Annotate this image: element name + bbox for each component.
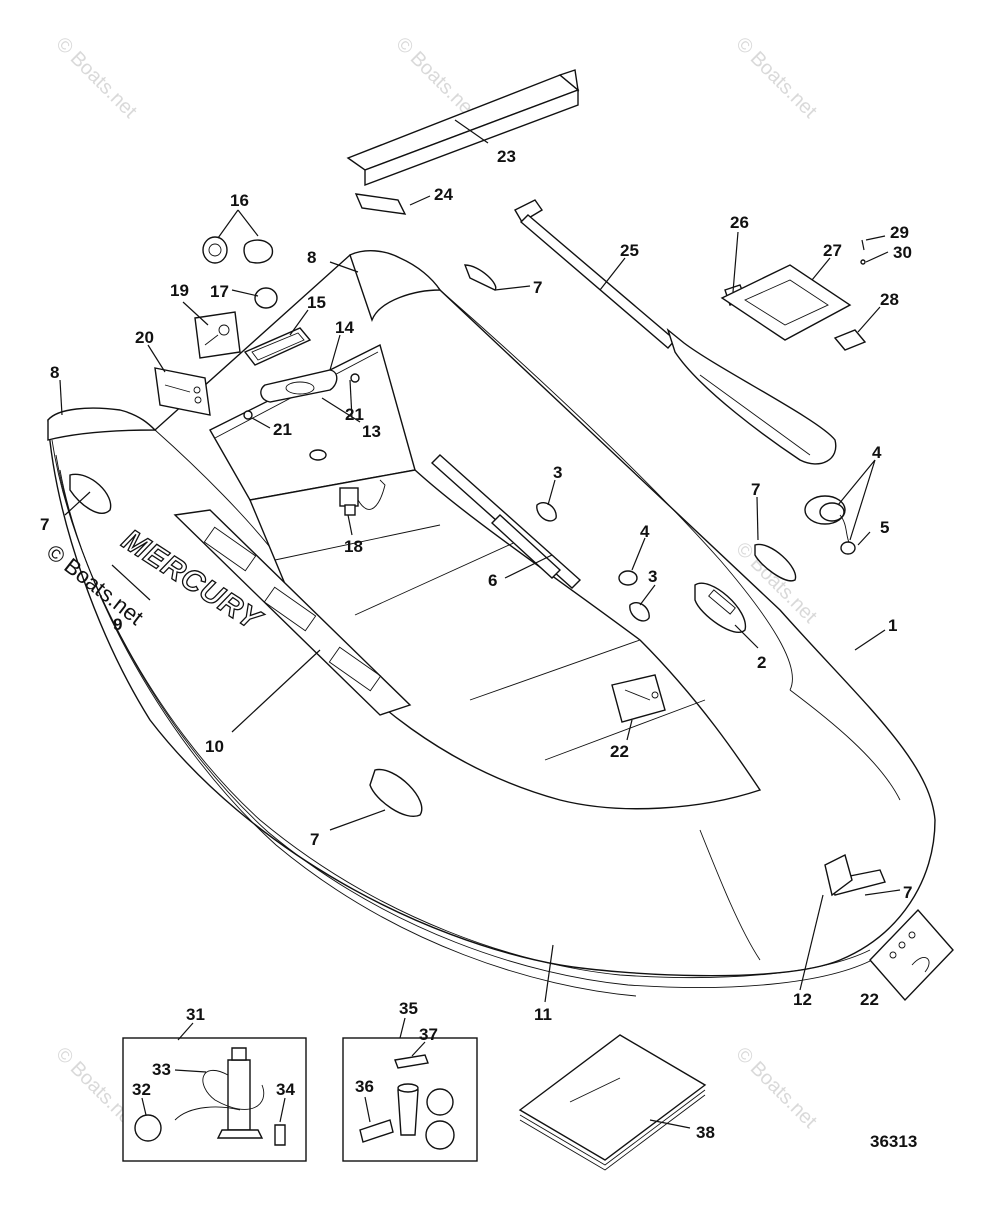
watermark: © Boats.net	[391, 33, 481, 123]
callout-9: 9	[113, 615, 122, 634]
part-18-drain-valve	[339, 479, 386, 516]
callout-11: 11	[534, 1005, 552, 1024]
part-28-clip	[833, 329, 867, 351]
callout-10: 10	[205, 737, 224, 756]
callout-13: 13	[362, 422, 381, 441]
callout-21: 21	[273, 420, 292, 439]
part-27-patch	[720, 264, 852, 341]
callout-4: 4	[640, 522, 650, 541]
callout-7: 7	[40, 515, 49, 534]
callout-3: 3	[553, 463, 562, 482]
callout-23: 23	[497, 147, 516, 166]
callout-7: 7	[903, 883, 912, 902]
part-20-d-ring-plate	[154, 367, 211, 416]
callout-18: 18	[344, 537, 363, 556]
watermark: © Boats.net	[51, 33, 141, 123]
callout-32: 32	[132, 1080, 151, 1099]
leader-lines	[59, 119, 901, 1129]
callout-2: 2	[757, 653, 766, 672]
callout-15: 15	[307, 293, 326, 312]
watermark: © Boats.net	[731, 33, 821, 123]
part-15-plate	[243, 327, 312, 366]
part-29-30-screws	[860, 239, 866, 265]
callout-6: 6	[488, 571, 497, 590]
callout-31: 31	[186, 1005, 205, 1024]
figure-id: 36313	[870, 1132, 917, 1151]
part-35-repair-kit	[342, 1037, 478, 1162]
callout-4: 4	[872, 443, 882, 462]
part-23-seat	[346, 69, 580, 187]
part-17-valve-cap	[254, 287, 278, 309]
callout-8: 8	[50, 363, 59, 382]
callout-3: 3	[648, 567, 657, 586]
callout-12: 12	[793, 990, 812, 1009]
callout-20: 20	[135, 328, 154, 347]
callout-35: 35	[399, 999, 418, 1018]
part-24-bracket	[354, 193, 407, 215]
callout-38: 38	[696, 1123, 715, 1142]
callouts: 23 24 16 17 19 20 15 14 8 8 7 21 21 13 1…	[40, 147, 912, 1142]
callout-16: 16	[230, 191, 249, 210]
callout-29: 29	[890, 223, 909, 242]
part-38-cover	[518, 1034, 707, 1171]
callout-17: 17	[210, 282, 229, 301]
callout-30: 30	[893, 243, 912, 262]
decal-panel	[173, 509, 412, 716]
part-4-5-valve-assembly	[804, 495, 856, 555]
callout-19: 19	[170, 281, 189, 300]
callout-37: 37	[419, 1025, 438, 1044]
callout-25: 25	[620, 241, 639, 260]
callout-33: 33	[152, 1060, 171, 1079]
callout-24: 24	[434, 185, 453, 204]
callout-14: 14	[335, 318, 354, 337]
part-25-oar	[514, 199, 837, 465]
callout-27: 27	[823, 241, 842, 260]
part-22-d-ring-plate	[869, 908, 954, 1002]
callout-22: 22	[610, 742, 629, 761]
callout-7: 7	[310, 830, 319, 849]
callout-22: 22	[860, 990, 879, 1009]
inflatable-boat: MERCURY	[47, 250, 936, 997]
callout-1: 1	[888, 616, 897, 635]
callout-7: 7	[533, 278, 542, 297]
watermark: © Boats.net	[731, 1043, 821, 1133]
part-31-pump-kit	[122, 1037, 307, 1162]
callout-34: 34	[276, 1080, 295, 1099]
callout-26: 26	[730, 213, 749, 232]
callout-5: 5	[880, 518, 889, 537]
callout-8: 8	[307, 248, 316, 267]
callout-36: 36	[355, 1077, 374, 1096]
callout-28: 28	[880, 290, 899, 309]
callout-21: 21	[345, 405, 364, 424]
callout-7: 7	[751, 480, 760, 499]
part-16-valves	[202, 236, 274, 264]
